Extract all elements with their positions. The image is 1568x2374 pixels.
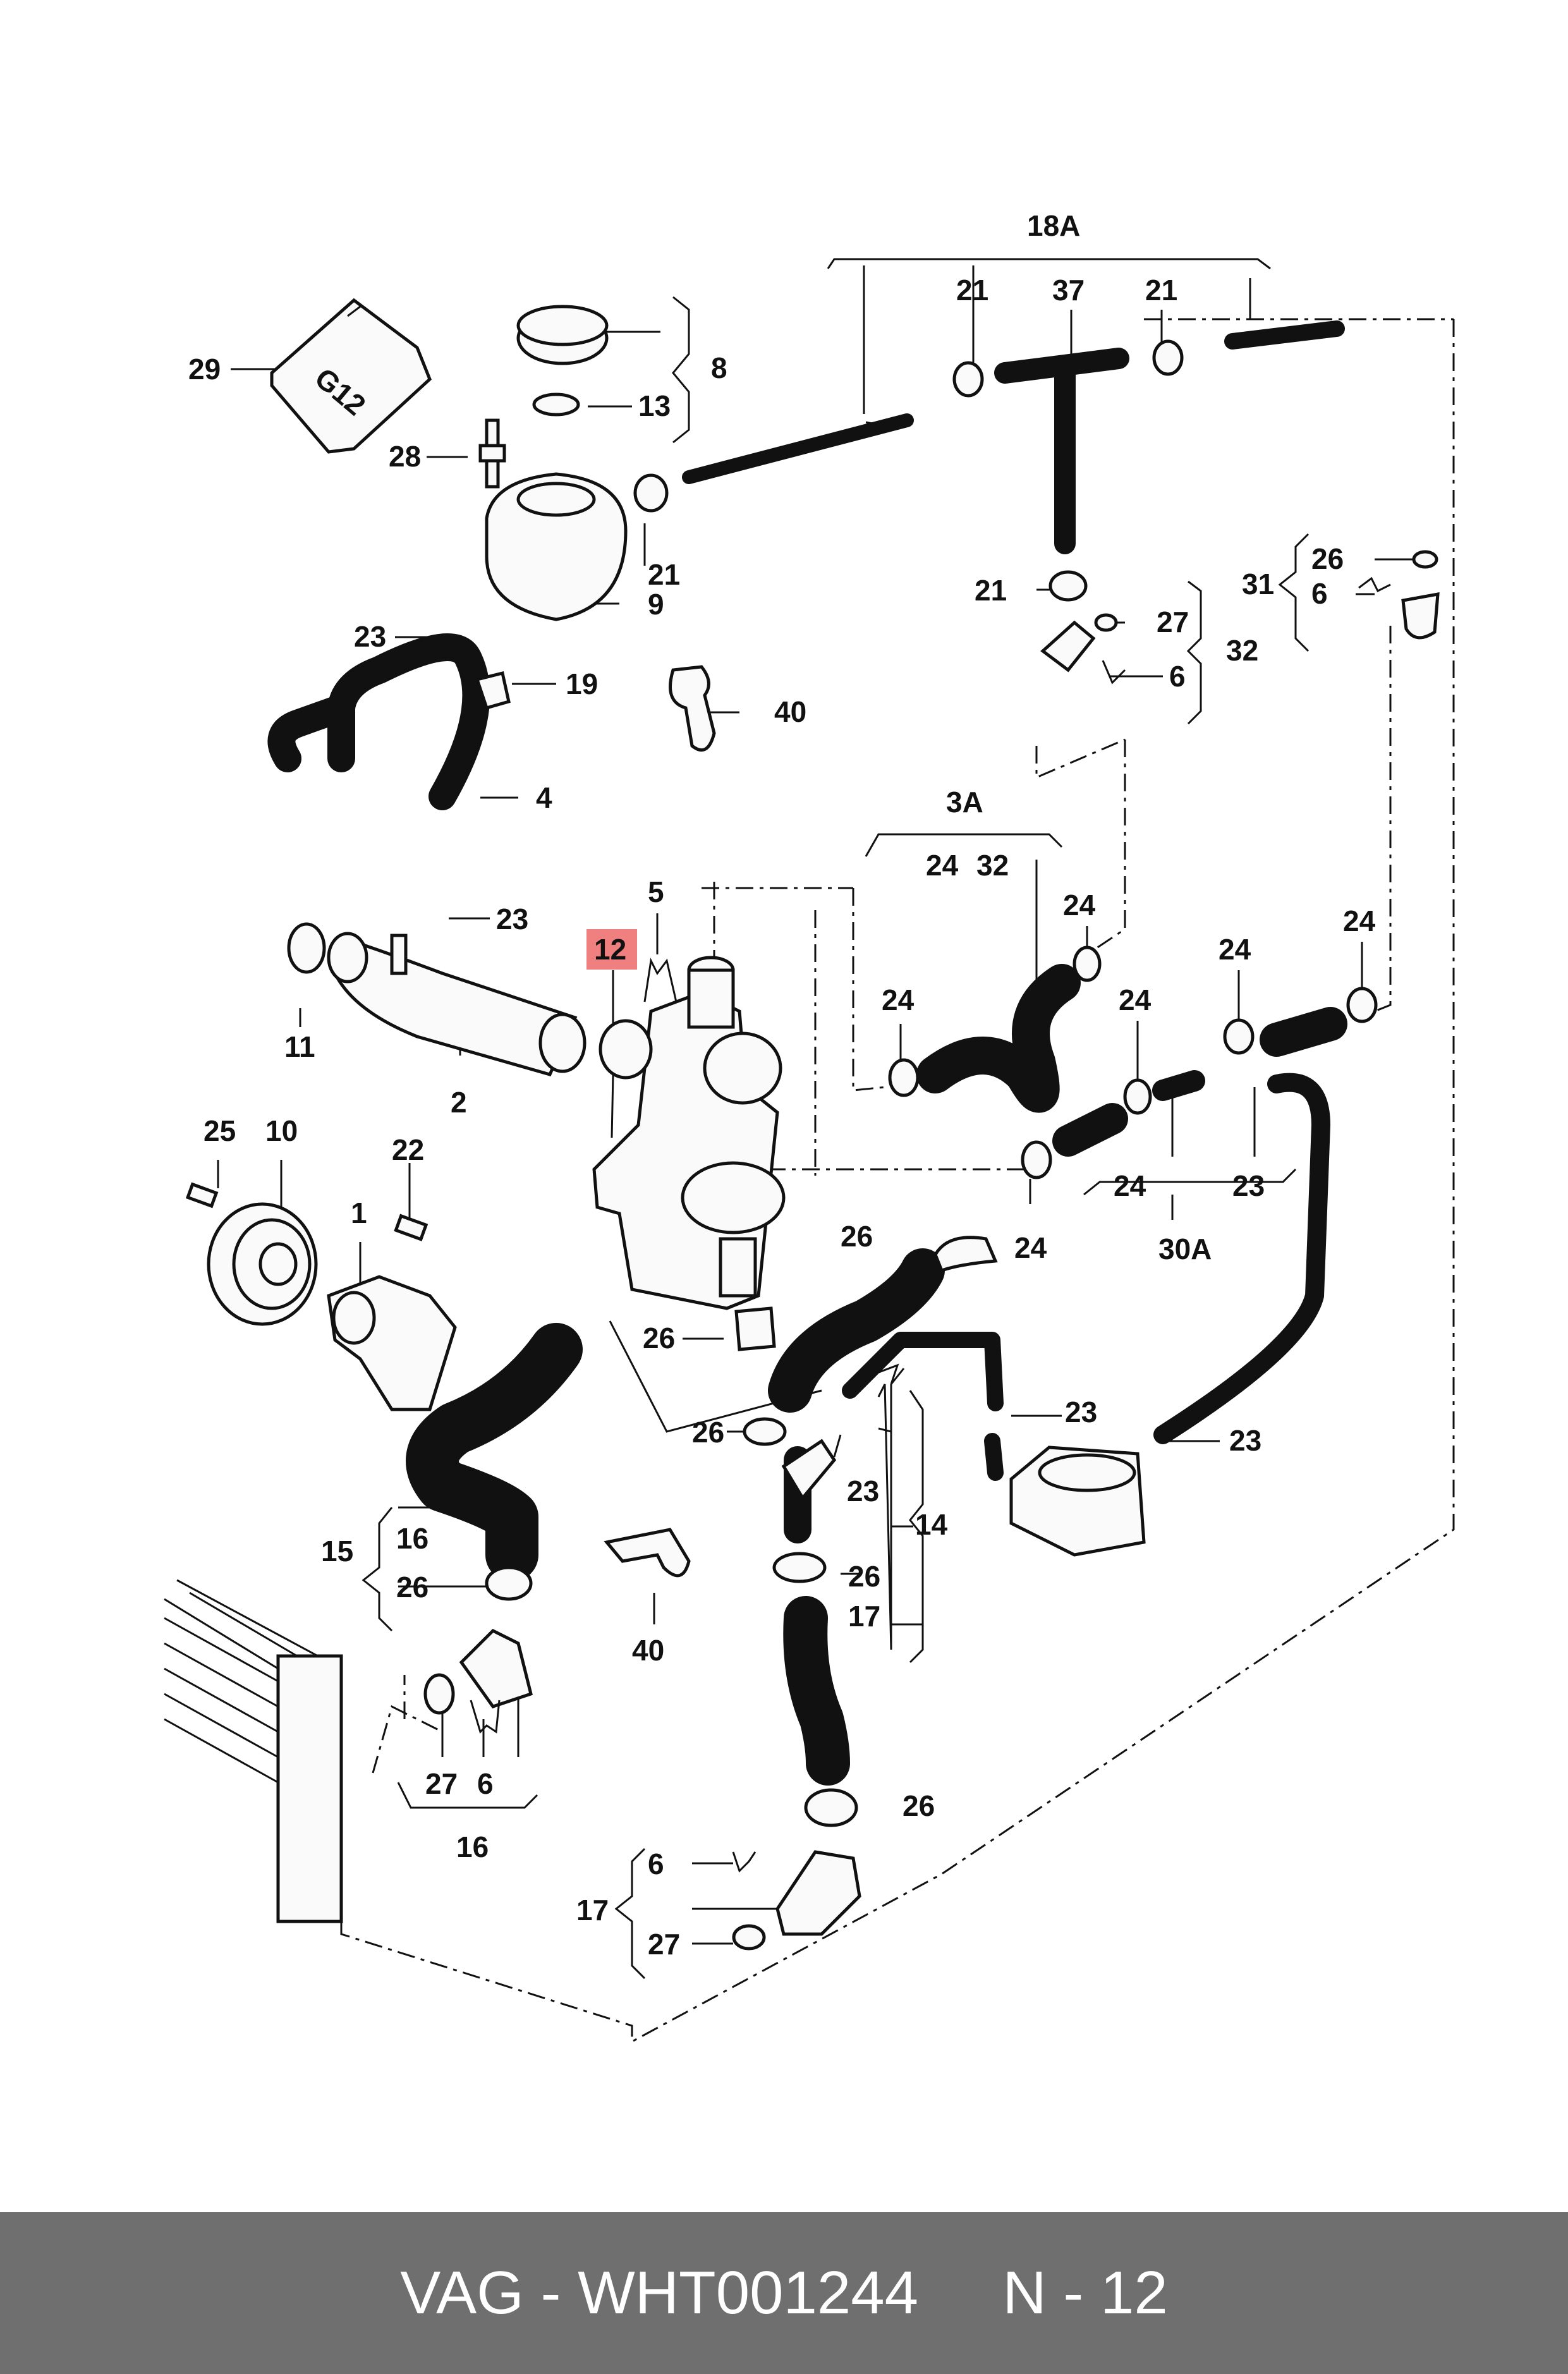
callout-27: 27: [425, 1767, 458, 1800]
callout-16: 16: [396, 1522, 428, 1555]
callout-26: 26: [1311, 542, 1344, 575]
callout-23: 23: [847, 1475, 879, 1507]
callout-23: 23: [1065, 1396, 1097, 1428]
callout-37: 37: [1052, 274, 1085, 307]
callout-21: 21: [956, 274, 988, 307]
callout-17: 17: [576, 1894, 609, 1927]
callout-21: 21: [648, 558, 680, 591]
callout-24: 24: [1114, 1169, 1146, 1202]
callout-24: 24: [882, 983, 915, 1016]
callout-29: 29: [188, 353, 221, 386]
callout-10: 10: [265, 1114, 298, 1147]
callout-23: 23: [354, 620, 386, 653]
callout-6: 6: [1311, 577, 1328, 610]
callout-18A: 18A: [1027, 209, 1080, 242]
footer-page-prefix: N: [1002, 2259, 1047, 2327]
callout-21: 21: [975, 574, 1007, 607]
callout-26: 26: [848, 1560, 880, 1593]
callout-28: 28: [389, 440, 421, 473]
callout-26: 26: [692, 1416, 724, 1449]
callout-23: 23: [1232, 1169, 1265, 1202]
footer-separator: -: [1063, 2259, 1084, 2327]
callout-24: 24: [1014, 1231, 1047, 1264]
callout-24: 24: [1119, 983, 1152, 1016]
callout-31: 31: [1242, 568, 1274, 600]
callout-1: 1: [351, 1196, 367, 1229]
callout-40: 40: [774, 695, 806, 728]
callout-11: 11: [284, 1030, 315, 1063]
callout-26: 26: [903, 1789, 935, 1822]
callout-2: 2: [451, 1086, 467, 1119]
footer-text: VAG - WHT001244 N - 12: [400, 2258, 1168, 2328]
callout-40: 40: [632, 1634, 664, 1667]
callout-32: 32: [1226, 634, 1258, 667]
callout-24: 24: [926, 849, 959, 882]
callout-labels: 18A 21 37 21 29 8 13 28 21 9 23 19 40 21…: [188, 209, 1376, 1961]
callout-16: 16: [456, 1830, 489, 1863]
footer-separator: -: [540, 2259, 561, 2327]
callout-8: 8: [711, 351, 727, 384]
callout-13: 13: [638, 389, 671, 422]
callout-26: 26: [841, 1220, 873, 1253]
callout-21: 21: [1145, 274, 1177, 307]
callout-24: 24: [1343, 904, 1376, 937]
callout-15: 15: [321, 1535, 353, 1567]
callout-12-highlighted: 12: [594, 933, 626, 966]
callout-22: 22: [392, 1133, 424, 1166]
components: G12: [164, 298, 1440, 1951]
radiator: [164, 1579, 343, 1934]
callout-5: 5: [648, 875, 664, 908]
callout-23: 23: [1229, 1424, 1261, 1457]
callout-30A: 30A: [1158, 1233, 1212, 1265]
parts-diagram: G12: [164, 209, 1455, 2043]
callout-3A: 3A: [946, 786, 983, 819]
hoses: [267, 320, 1347, 1786]
footer-page: 12: [1100, 2259, 1168, 2327]
callout-27: 27: [1157, 606, 1189, 638]
callout-24: 24: [1063, 889, 1096, 922]
callout-26: 26: [396, 1571, 428, 1604]
footer-part-number: WHT001244: [578, 2259, 919, 2327]
callout-4: 4: [536, 781, 552, 814]
highlighted-part-box: [586, 929, 637, 970]
callout-32: 32: [976, 849, 1009, 882]
callout-9: 9: [648, 588, 664, 621]
callout-26: 26: [643, 1322, 675, 1354]
footer-brand: VAG: [400, 2259, 524, 2327]
callout-6: 6: [648, 1847, 664, 1880]
callout-6: 6: [477, 1767, 494, 1800]
footer-banner: VAG - WHT001244 N - 12: [0, 2212, 1568, 2374]
callout-23: 23: [496, 903, 528, 935]
callout-24: 24: [1219, 933, 1251, 966]
callout-19: 19: [566, 667, 598, 700]
callout-27: 27: [648, 1928, 680, 1961]
callout-17: 17: [848, 1600, 880, 1633]
callout-6: 6: [1169, 660, 1186, 693]
callout-14: 14: [915, 1508, 948, 1541]
callout-25: 25: [204, 1114, 236, 1147]
